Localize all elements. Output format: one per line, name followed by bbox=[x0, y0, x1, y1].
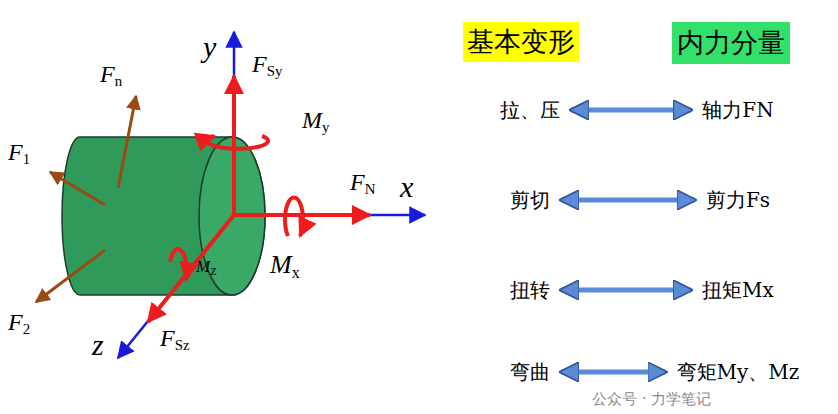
node-text: 内力分量 bbox=[677, 25, 785, 61]
moment-label: My bbox=[302, 108, 329, 132]
deformation-text: 扭转 bbox=[507, 275, 553, 306]
heading-box: 基本变形 bbox=[463, 22, 579, 62]
external-force-1 bbox=[50, 172, 105, 205]
axis-label: x bbox=[400, 172, 413, 202]
moment-z-arrow bbox=[170, 249, 187, 280]
moment-y-arrow bbox=[208, 136, 268, 149]
x-axis bbox=[234, 214, 425, 217]
heading-box: 内力分量 bbox=[672, 22, 790, 64]
shear-force-z-arrow bbox=[148, 215, 234, 322]
y-axis bbox=[233, 32, 236, 215]
double-arrow bbox=[561, 288, 691, 293]
node-text: 基本变形 bbox=[467, 24, 575, 60]
moment-label: Mx bbox=[270, 252, 300, 278]
force-label: F1 bbox=[8, 140, 30, 164]
node-text: 剪切 bbox=[510, 187, 550, 214]
force-label: F2 bbox=[8, 310, 30, 334]
node-text: 扭矩Mx bbox=[702, 277, 774, 304]
internal-force-text: 剪力Fs bbox=[703, 185, 773, 216]
node-text: 弯矩My、Mz bbox=[677, 359, 800, 386]
internal-force-text: 弯矩My、Mz bbox=[674, 357, 803, 388]
double-arrow bbox=[571, 108, 691, 113]
watermark: 公众号 · 力学笔记 bbox=[592, 392, 711, 407]
moment-label: MZ bbox=[196, 258, 217, 275]
z-axis bbox=[118, 215, 234, 358]
force-label: FSz bbox=[160, 326, 190, 350]
deformation-text: 剪切 bbox=[507, 185, 553, 216]
deformation-text: 拉、压 bbox=[497, 95, 563, 126]
node-text: 剪力Fs bbox=[706, 187, 770, 214]
axis-label: y bbox=[203, 32, 216, 62]
double-arrow bbox=[561, 198, 695, 203]
double-arrow bbox=[561, 370, 666, 375]
axis-label: z bbox=[92, 330, 104, 360]
node-text: 扭转 bbox=[510, 277, 550, 304]
node-text: 轴力FN bbox=[702, 97, 773, 124]
internal-force-text: 扭矩Mx bbox=[699, 275, 777, 306]
node-text: 拉、压 bbox=[500, 97, 560, 124]
external-force-2 bbox=[36, 250, 105, 302]
moment-x-arrow bbox=[285, 198, 303, 236]
external-force-n bbox=[118, 96, 136, 188]
deformation-text: 弯曲 bbox=[507, 357, 553, 388]
force-label: FSy bbox=[252, 52, 282, 76]
force-label: FN bbox=[350, 170, 375, 194]
node-text: 弯曲 bbox=[510, 359, 550, 386]
shear-force-y-arrow bbox=[232, 76, 236, 215]
internal-force-text: 轴力FN bbox=[699, 95, 776, 126]
force-label: Fn bbox=[100, 62, 122, 86]
